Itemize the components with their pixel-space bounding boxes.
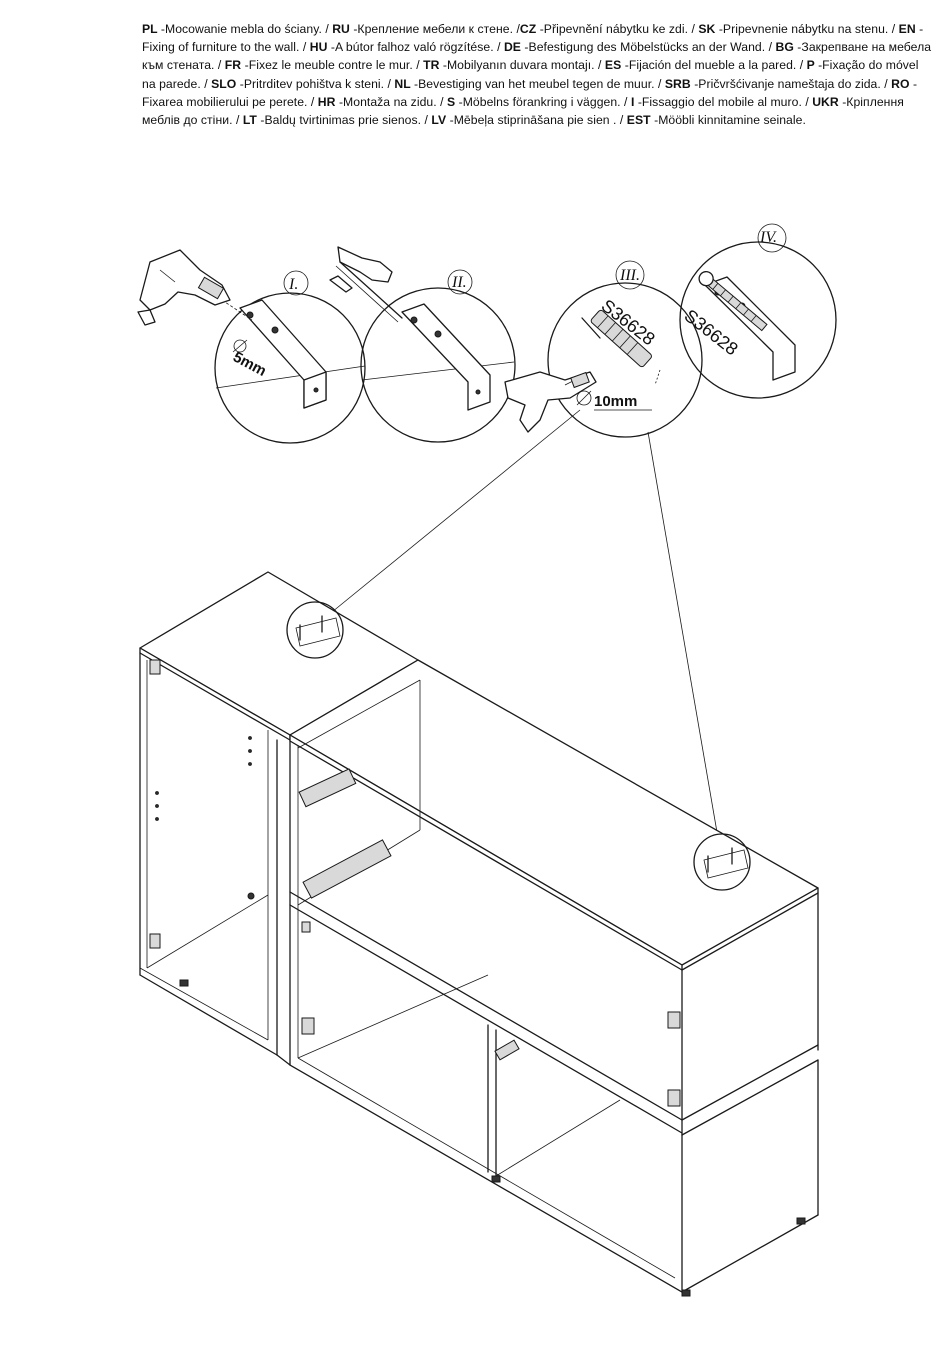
bracket-callout-right [693,833,751,891]
instruction-phrase: -Mööbli kinnitamine seinale. [654,113,806,128]
language-code: ES [604,58,625,73]
instruction-text: PL -Mocowanie mebla do ściany. / RU -Кре… [142,20,932,129]
instruction-phrase: -Befestigung des Möbelstücks an der Wand… [524,40,776,55]
language-code: NL [394,76,414,91]
language-code: CZ [519,22,540,36]
instruction-phrase: -Fixarea mobilierului pe perete. / [142,76,918,109]
language-code: PL [142,22,161,36]
instruction-phrase: -Крепление мебели к стене. / [353,22,520,36]
instruction-phrase: -Закрепване на мебела към стената. / [142,40,932,73]
language-code: FR [224,58,245,73]
step-3-label: III. [619,267,640,284]
instruction-phrase: -Fijación del mueble a la pared. / [624,58,807,73]
step-2-label: II. [451,274,467,291]
instruction-phrase: -Mobilyanın duvara montajı. / [442,58,605,73]
instruction-phrase: -Připevnění nábytku ke zdi. / [539,22,699,36]
language-code: I [630,94,638,109]
instruction-phrase: -Möbelns förankring i väggen. / [458,94,631,109]
language-code: RU [332,22,354,36]
drill-size-small-label: 5mm [230,349,269,380]
language-code: HU [309,40,331,55]
drill-icon [137,249,231,326]
detail-step-1: 5mm I. [214,270,366,444]
instruction-phrase: -Fixing of furniture to the wall. / [142,22,924,55]
instruction-phrase: -Mēbeļa stiprināšana pie sien . / [449,113,627,128]
detail-step-3: S36628 10mm III. [547,260,703,438]
leader-line [647,431,719,839]
instruction-phrase: -Montaža na zidu. / [338,94,447,109]
language-code: HR [317,94,339,109]
instruction-phrase: -Pritrditev pohištva k steni. / [239,76,395,91]
language-code: LV [431,113,450,128]
instruction-phrase: -Mocowanie mebla do ściany. / [160,22,333,36]
bracket-callout-left [286,601,344,659]
language-code: TR [423,58,443,73]
step-4-label: IV. [759,229,777,246]
language-code: SLO [211,76,240,91]
instruction-phrase: -Bevestiging van het meubel tegen de muu… [413,76,665,91]
detail-step-2: II. [360,269,516,443]
hand-pencil-icon [329,246,403,323]
leader-line [331,409,581,613]
language-code: EN [898,22,920,36]
detail-step-4: S36628 IV. [679,223,837,399]
language-code: EST [626,113,655,128]
instruction-phrase: -Fissaggio del mobile al muro. / [637,94,813,109]
instruction-phrase: -Кріплення меблів до стіни. / [142,94,904,128]
instruction-phrase: -Fixez le meuble contre le mur. / [244,58,424,73]
language-code: BG [775,40,798,55]
language-code: DE [503,40,525,55]
instruction-phrase: -Pričvršćivanje nameštaja do zida. / [694,76,892,91]
step-1-label: I. [288,276,298,293]
cabinet-drawing [139,571,819,1297]
language-code: UKR [812,94,843,109]
language-code: SK [698,22,719,36]
instruction-phrase: -A bútor falhoz való rögzítése. / [330,40,504,55]
drill-size-large-label: 10mm [594,393,637,410]
language-code: P [806,58,819,73]
instruction-phrase: -Fixação do móvel na parede. / [142,58,919,91]
drill-icon [504,371,597,433]
screw-code-label: S36628 [681,305,742,359]
language-code: RO [891,76,913,91]
language-code: S [446,94,459,109]
instruction-phrase: -Pripevnenie nábytku na stenu. / [718,22,899,36]
language-code: LT [242,113,261,128]
language-code: SRB [664,76,695,91]
instruction-phrase: -Baldų tvirtinimas prie sienos. / [260,113,432,128]
